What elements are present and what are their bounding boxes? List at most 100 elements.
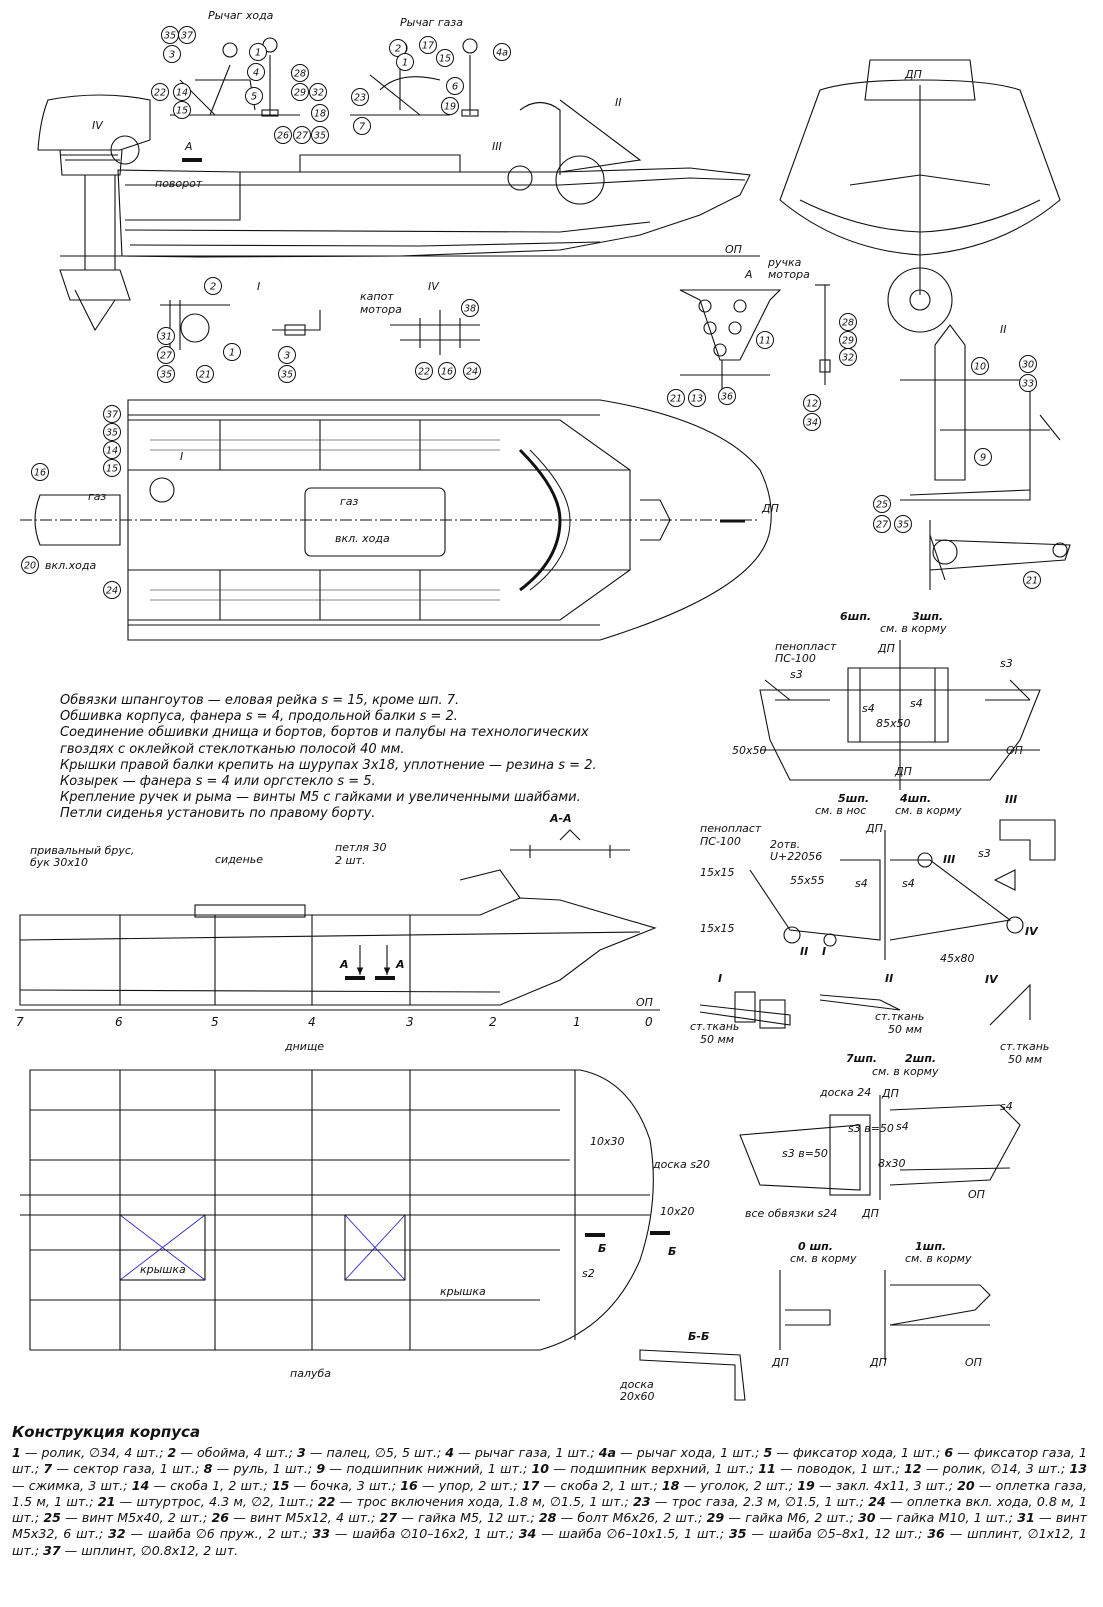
callout-number: 22 [418,367,430,378]
callout-number: 2 [395,44,401,55]
label-glass-ii: ст.ткань [875,1010,924,1023]
callout-number: 24 [466,367,478,378]
label-frame-1-stern: см. в корму [905,1252,972,1265]
callout-circle [463,362,481,380]
legend-part-desc: — шплинт, ∅0.8х12, 2 шт. [60,1542,239,1558]
legend-part-number: 16 [400,1477,418,1493]
callout-number: 15 [106,464,118,475]
callout-circle [415,362,433,380]
callout-number: 29 [842,336,854,347]
label-gas-motor: газ [88,490,107,503]
legend-part-number: 5 [763,1445,773,1460]
callout-circle [894,515,912,533]
legend-part-number: 32 [108,1526,126,1542]
label-8x30: 10х30 [590,1135,625,1148]
callout-circle [493,43,511,61]
lower-side-view [15,829,660,1011]
label-frame-72-stern: см. в корму [872,1065,939,1078]
callout-circle [839,348,857,366]
callout-number: 1 [255,48,261,59]
legend-part-number: 9 [316,1461,326,1477]
legend-part-number: 6 [944,1445,954,1460]
note-line: Крепление ручек и рыма — винты М5 с гайк… [60,790,581,806]
legend-part-desc: — скоба 2, 1 шт.; [539,1477,662,1493]
legend-part-desc: — поводок, 1 шт.; [775,1461,905,1477]
legend-part-desc: — рычаг хода, 1 шт.; [616,1445,764,1460]
legend-part-desc: — шайба ∅6–10х1.5, 1 шт.; [536,1526,730,1542]
legend-part-number: 35 [729,1526,747,1542]
legend-part-number: 31 [1017,1510,1035,1526]
label-dp-front: ДП [904,68,922,81]
legend-part-desc: — оплетка газа, 1.5 м, 1 шт.; [12,1477,1087,1509]
callout-circle [103,441,121,459]
station-numbers: 7 6 5 4 3 2 1 0 [16,1015,653,1029]
legend-part-desc: — руль, 1 шт.; [212,1461,317,1477]
label-detail-iv-lower: IV [985,973,999,986]
plan-outline [127,399,772,641]
label-s3-72b: s4 [896,1120,909,1133]
callout-circle [178,26,196,44]
legend-part-number: 30 [857,1510,876,1526]
callout-number: 29 [294,88,306,99]
callout-circle [873,495,891,513]
callout-number: 37 [106,410,118,421]
label-foam-54b: ПС-100 [700,835,741,848]
legend-part-desc: — обойма, 4 шт.; [176,1445,297,1460]
callout-number: 10 [974,362,986,373]
callout-circle [667,389,685,407]
callout-circle [151,83,169,101]
callout-number: 28 [294,69,306,80]
legend-part-number: 17 [521,1477,540,1493]
callout-circle [291,64,309,82]
callout-circle [461,299,479,317]
label-section-iv-top: IV [92,119,104,132]
label-20x20a: 15х15 [700,866,735,879]
callout-circle [274,126,292,144]
label-frame-2: 2шп. [905,1052,936,1065]
frames-6-3 [759,640,1041,790]
label-gear-motor: вкл.хода [45,559,96,572]
legend-part-desc: — уголок, 2 шт.; [679,1477,798,1493]
callout-circle [173,83,191,101]
callout-circle [21,556,39,574]
label-s4-72b: s3 в=50 [782,1147,828,1160]
label-rub-rail-2: бук 30х10 [30,856,88,869]
label-lever-throttle: Рычаг газа [400,16,463,29]
legend-part-desc: — шплинт, ∅1х12, 1 шт.; [12,1526,1087,1558]
label-deck: палуба [290,1367,331,1380]
label-board-s20: доска s20 [652,1158,710,1171]
callout-circle [446,77,464,95]
legend-part-number: 12 [904,1461,922,1477]
label-20x20b: 15х15 [700,922,735,935]
station-4: 4 [308,1015,316,1029]
legend-part-desc: — упор, 2 шт.; [417,1477,522,1493]
legend-part-number: 13 [1069,1461,1088,1477]
label-glass-iv-2: 50 мм [1008,1053,1042,1066]
callout-circle [396,53,414,71]
label-dp-72b: ДП [861,1207,879,1220]
label-cover-2: крышка [440,1285,486,1298]
callout-number: 36 [721,392,733,403]
label-hinge: петля 30 [335,841,387,854]
callout-number: 5 [251,92,257,103]
station-6: 6 [115,1015,123,1029]
callout-number: 11 [759,336,771,347]
label-section-a: A [184,140,193,153]
legend-part-desc: — фиксатор газа, 1 шт.; [12,1445,1088,1477]
label-frame-3: 3шп. [912,610,943,623]
legend-part-desc: — ролик, ∅34, 4 шт.; [20,1445,168,1460]
legend-part-desc: — подшипник верхний, 1 шт.; [549,1461,759,1477]
label-s3-54a: s4 [855,877,868,890]
callout-circle [436,49,454,67]
legend-part-desc: — шайба ∅6 пруж., 2 шт.; [125,1526,313,1542]
legend-part-number: 36 [927,1526,945,1542]
label-aa-right: A [395,958,405,971]
callout-circle [163,45,181,63]
callout-circle [245,87,263,105]
callout-circle [419,36,437,54]
callout-circle [311,126,329,144]
label-s2-63a: s3 [790,668,803,681]
legend-part-desc: — сектор газа, 1 шт.; [52,1461,204,1477]
callout-circle [249,43,267,61]
